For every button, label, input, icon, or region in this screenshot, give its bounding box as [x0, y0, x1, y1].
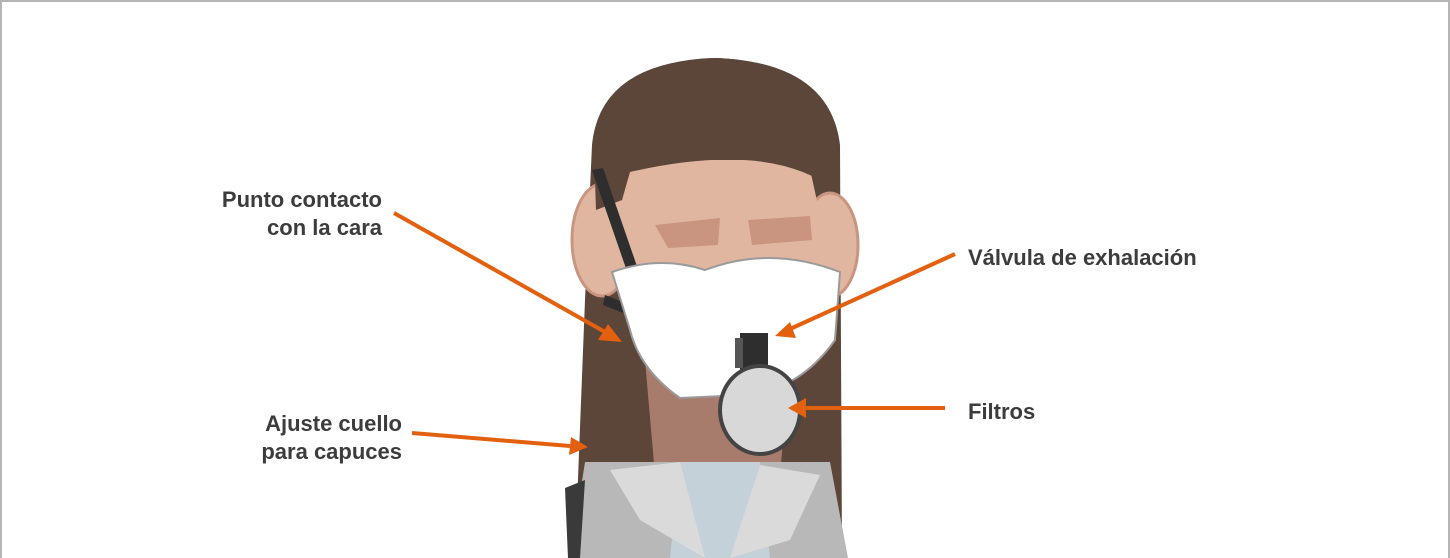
label-neck-adjust: Ajuste cuello para capuces — [180, 410, 402, 466]
label-exhalation-valve: Válvula de exhalación — [968, 244, 1197, 272]
label-neck-adjust-line1: Ajuste cuello — [180, 410, 402, 438]
label-filters: Filtros — [968, 398, 1035, 426]
label-exhalation-valve-line1: Válvula de exhalación — [968, 244, 1197, 272]
filter-cartridge — [720, 366, 800, 454]
label-face-contact: Punto contacto con la cara — [160, 186, 382, 242]
label-face-contact-line1: Punto contacto — [160, 186, 382, 214]
label-face-contact-line2: con la cara — [160, 214, 382, 242]
label-neck-adjust-line2: para capuces — [180, 438, 402, 466]
right-eye — [748, 216, 812, 245]
label-filters-line1: Filtros — [968, 398, 1035, 426]
arrow-neck-adjust — [412, 433, 570, 446]
